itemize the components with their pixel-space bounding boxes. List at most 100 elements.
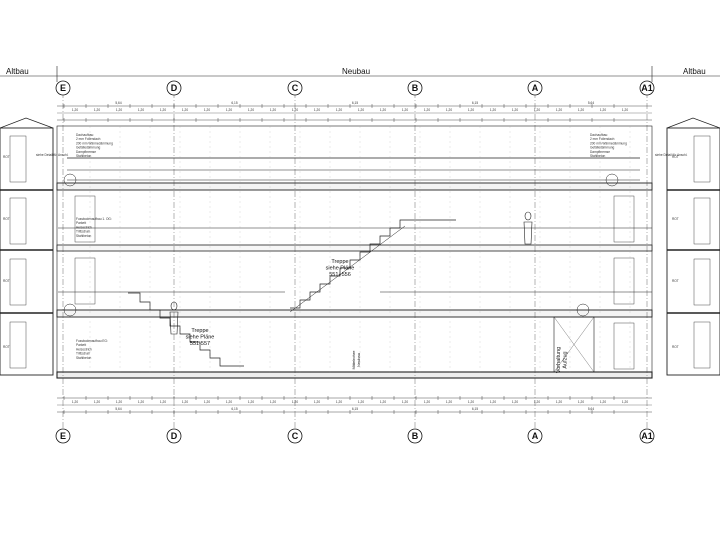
wall-tag-right: ROT: [672, 279, 679, 283]
unit-dimension: 1,20: [622, 400, 628, 404]
svg-text:Stahlbeton: Stahlbeton: [76, 154, 91, 158]
axis-label: A: [532, 83, 539, 93]
dimension-label: 5,64: [588, 407, 594, 411]
unit-dimension: 1,20: [138, 400, 144, 404]
axis-label: D: [171, 431, 178, 441]
header-neubau: Neubau: [342, 67, 370, 76]
unit-dimension: 1,20: [226, 108, 232, 112]
svg-text:2 mm Foliendach: 2 mm Foliendach: [590, 137, 615, 141]
svg-text:Dachaufbau:: Dachaufbau:: [76, 133, 94, 137]
axis-label: E: [60, 431, 66, 441]
svg-text:Fussbodenaufbau 1. OG:: Fussbodenaufbau 1. OG:: [76, 217, 112, 221]
axis-label: E: [60, 83, 66, 93]
unit-dimension: 1,20: [138, 108, 144, 112]
svg-text:Dampfbremse: Dampfbremse: [590, 150, 610, 154]
axis-label: C: [292, 431, 299, 441]
unit-dimension: 1,20: [314, 400, 320, 404]
unit-dimension: 1,20: [336, 108, 342, 112]
unit-dimension: 1,20: [248, 400, 254, 404]
svg-text:Gefälledämmung: Gefälledämmung: [590, 146, 615, 150]
axis-marker-c: C: [287, 428, 303, 444]
svg-text:Stahlbeton: Stahlbeton: [590, 154, 605, 158]
axis-marker-b: B: [407, 428, 423, 444]
axis-marker-a: A: [527, 428, 543, 444]
unit-dimension: 1,20: [358, 400, 364, 404]
unit-dimension: 1,20: [490, 108, 496, 112]
floor-note-upper: Fussbodenaufbau 1. OG:ParkettHeizestrich…: [76, 217, 112, 238]
unit-dimension: 1,20: [336, 400, 342, 404]
wall-tag-left: ROT: [3, 345, 10, 349]
annotation-lift: VorhaltungAufzug: [556, 347, 569, 373]
axis-label: A1: [641, 431, 653, 441]
unit-dimension: 1,20: [534, 400, 540, 404]
svg-text:Dampfbremse: Dampfbremse: [76, 150, 96, 154]
detail-note-right: siehe Detail für Anschl.: [655, 153, 688, 157]
dimension-label: 6,15: [472, 407, 478, 411]
unit-dimension: 1,20: [248, 108, 254, 112]
axis-marker-d: D: [166, 80, 182, 96]
dimension-label: 6,15: [231, 407, 237, 411]
axis-label: A1: [641, 83, 653, 93]
unit-dimension: 1,20: [204, 108, 210, 112]
svg-text:Parkett: Parkett: [76, 221, 86, 225]
unit-dimension: 1,20: [116, 400, 122, 404]
unit-dimension: 1,20: [204, 400, 210, 404]
axis-label: B: [412, 431, 419, 441]
unit-dimension: 1,20: [292, 108, 298, 112]
unit-dimension: 1,20: [160, 400, 166, 404]
axis-marker-e: E: [55, 428, 71, 444]
unit-dimension: 1,20: [270, 108, 276, 112]
unit-dimension: 1,20: [182, 108, 188, 112]
header-right-altbau: Altbau: [683, 67, 706, 76]
axis-label: B: [412, 83, 419, 93]
unit-dimension: 1,20: [600, 108, 606, 112]
unit-dimension: 1,20: [556, 400, 562, 404]
axis-marker-a1: A1: [639, 80, 655, 96]
wall-tag-left: ROT: [3, 217, 10, 221]
unit-dimension: 1,20: [468, 108, 474, 112]
unit-dimension: 1,20: [468, 400, 474, 404]
unit-dimension: 1,20: [358, 108, 364, 112]
unit-dimension: 1,20: [380, 400, 386, 404]
wall-tag-left: ROT: [3, 155, 10, 159]
unit-dimension: 1,20: [556, 108, 562, 112]
header-left-altbau: Altbau: [6, 67, 29, 76]
unit-dimension: 1,20: [116, 108, 122, 112]
wall-tag-right: ROT: [672, 345, 679, 349]
svg-text:Heizestrich: Heizestrich: [76, 347, 92, 351]
unit-dimension: 1,20: [512, 108, 518, 112]
dimension-label: 5,64: [115, 407, 121, 411]
svg-text:200 mm Wärmedämmung: 200 mm Wärmedämmung: [76, 141, 113, 145]
dimension-label: 6,15: [352, 101, 358, 105]
unit-dimension: 1,20: [512, 400, 518, 404]
axis-marker-c: C: [287, 80, 303, 96]
unit-dimension: 1,20: [94, 108, 100, 112]
unit-dimension: 1,20: [402, 108, 408, 112]
unit-dimension: 1,20: [160, 108, 166, 112]
unit-dimension: 1,20: [446, 108, 452, 112]
wall-tag-left: ROT: [3, 279, 10, 283]
unit-dimension: 1,20: [600, 400, 606, 404]
unit-dimension: 1,20: [270, 400, 276, 404]
svg-text:Stahlbeton: Stahlbeton: [76, 356, 91, 360]
svg-text:Trittschall: Trittschall: [76, 230, 90, 234]
dimension-label: 5,64: [115, 101, 121, 105]
unit-dimension: 1,20: [578, 400, 584, 404]
unit-dimension: 1,20: [534, 108, 540, 112]
axis-marker-d: D: [166, 428, 182, 444]
unit-dimension: 1,20: [72, 400, 78, 404]
svg-text:200 mm Wärmedämmung: 200 mm Wärmedämmung: [590, 141, 627, 145]
unit-dimension: 1,20: [226, 400, 232, 404]
svg-text:Parkett: Parkett: [76, 343, 86, 347]
unit-dimension: 1,20: [622, 108, 628, 112]
unit-dimension: 1,20: [578, 108, 584, 112]
detail-note-left: siehe Detail für Anschl.: [36, 153, 69, 157]
annotation-media: MittelrohreNeubau: [351, 350, 361, 370]
axis-marker-e: E: [55, 80, 71, 96]
dimension-label: 6,15: [472, 101, 478, 105]
unit-dimension: 1,20: [490, 400, 496, 404]
